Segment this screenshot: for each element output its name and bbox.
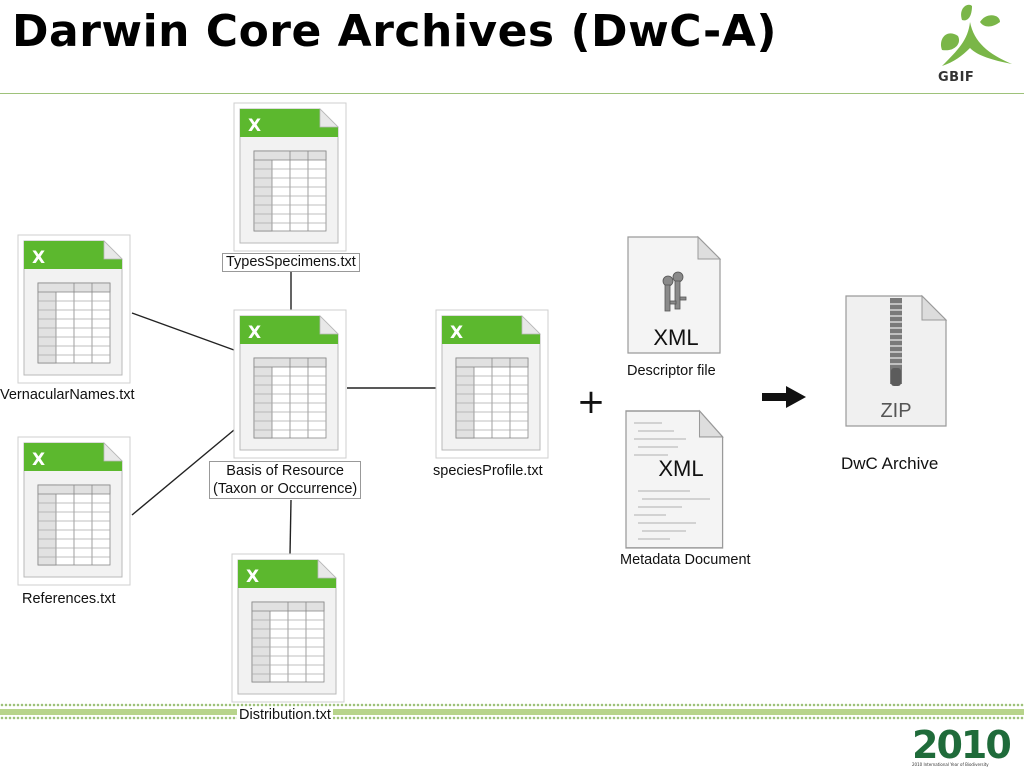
gbif-logo-stem — [942, 22, 1012, 66]
metadata-document-icon: XML — [625, 410, 724, 549]
file-label-vernacular-names: VernacularNames.txt — [0, 387, 135, 403]
basis-of-resource-line1: Basis of Resource — [226, 463, 344, 479]
gbif-logo-text: GBIF — [938, 70, 975, 85]
connector-lines — [131, 270, 436, 556]
spreadsheet-icon-distribution — [231, 553, 345, 703]
iyb-2010-caption: 2010 International Year of Biodiversity — [912, 762, 989, 767]
metadata-document-label: Metadata Document — [620, 552, 751, 568]
basis-of-resource-line2: (Taxon or Occurrence) — [213, 481, 358, 497]
spreadsheet-icon-basis-of-resource — [233, 309, 347, 459]
gbif-logo-leaf — [980, 15, 1000, 27]
connector-references — [131, 429, 235, 516]
gbif-logo-leaf — [940, 33, 960, 51]
metadata-xml-badge: XML — [658, 456, 703, 481]
file-label-species-profile: speciesProfile.txt — [433, 463, 543, 479]
spreadsheet-icon-vernacular-names — [17, 234, 131, 384]
file-label-basis-of-resource: Basis of Resource (Taxon or Occurrence) — [209, 461, 362, 499]
iyb-2010-logo-text: 2010 — [912, 723, 1010, 767]
gbif-logo — [940, 4, 1012, 66]
file-label-types-specimens: TypesSpecimens.txt — [222, 253, 360, 272]
keys-icon — [662, 271, 687, 312]
file-label-distribution: Distribution.txt — [237, 707, 333, 724]
footer-dotted-rule — [0, 716, 1024, 720]
spreadsheet-icon-references — [17, 436, 131, 586]
file-label-references: References.txt — [22, 591, 116, 607]
gbif-logo-leaf — [961, 4, 972, 21]
slide-title: Darwin Core Archives (DwC-A) — [12, 6, 777, 57]
connector-distribution — [289, 499, 292, 556]
footer-bar — [0, 709, 1024, 715]
arrow-icon — [762, 386, 806, 408]
zip-badge: ZIP — [880, 400, 911, 422]
dwc-archive-label: DwC Archive — [841, 454, 939, 473]
connector-vernacular-names — [131, 312, 235, 351]
zipper-icon — [890, 298, 902, 386]
spreadsheet-icon-types-specimens — [233, 102, 347, 252]
descriptor-file-label: Descriptor file — [627, 363, 716, 379]
descriptor-file-icon: XML — [627, 236, 721, 354]
header-divider — [0, 93, 1024, 94]
spreadsheet-icon-species-profile — [435, 309, 549, 459]
descriptor-xml-badge: XML — [653, 325, 698, 350]
zip-archive-icon: ZIP — [845, 294, 948, 427]
iyb-2010-logo: 2010 2010 International Year of Biodiver… — [912, 723, 1012, 767]
footer-dotted-rule — [0, 703, 1024, 707]
plus-symbol: + — [577, 382, 606, 422]
